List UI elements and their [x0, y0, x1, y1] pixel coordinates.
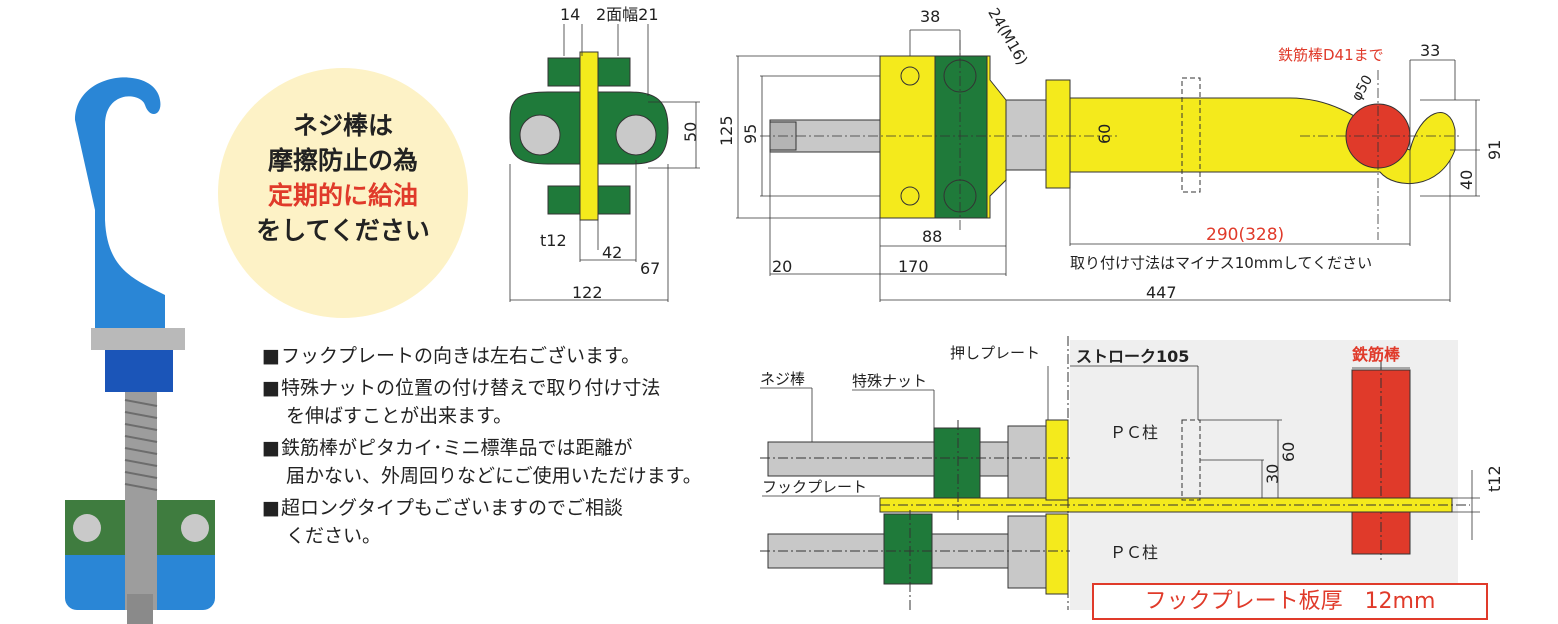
side-push-plate [1045, 79, 1071, 189]
product-photo [65, 77, 215, 624]
side-hole-2 [900, 186, 920, 206]
side-dim-95: 95 [741, 124, 760, 144]
install-dim-60: 60 [1279, 442, 1298, 462]
list-item: ■超ロングタイプもございますのでご相談 ください。 [262, 494, 742, 550]
note-text-cont: ください。 [286, 525, 382, 547]
label-pc-top: ＰＣ柱 [1110, 423, 1158, 442]
install-dim-t12: t12 [1485, 465, 1504, 492]
side-rebar-label: 鉄筋棒D41まで [1278, 46, 1384, 64]
side-hole-1 [900, 66, 920, 86]
note-text: 鉄筋棒がピタカイ･ミニ標準品では距離が [281, 437, 633, 459]
side-nut [1005, 99, 1049, 171]
notes-list: ■フックプレートの向きは左右ございます。 ■特殊ナットの位置の付け替えで取り付け… [262, 342, 742, 554]
label-hookplate: フックプレート [762, 478, 867, 496]
side-dim-60: 60 [1095, 124, 1114, 144]
front-dim-50: 50 [681, 122, 700, 142]
hook-shape [75, 77, 165, 340]
blue-band [105, 350, 173, 392]
rod-through-clamp [125, 500, 157, 610]
side-install-note: 取り付け寸法はマイナス10mmしてください [1070, 254, 1372, 272]
side-view: 38 24(M16) 125 95 60 88 20 170 447 290(3… [717, 5, 1504, 302]
bubble-line-3: 定期的に給油 [267, 181, 418, 210]
label-rebar: 鉄筋棒 [1352, 345, 1401, 364]
front-view: 14 2面幅21 50 t12 42 67 122 [509, 5, 700, 302]
bubble-line-4: をしてください [256, 216, 430, 245]
list-item: ■フックプレートの向きは左右ございます。 [262, 342, 742, 370]
bolt-right [181, 514, 209, 542]
side-dim-phi50: φ50 [1349, 72, 1376, 103]
side-dim-33: 33 [1420, 41, 1440, 60]
rod-end [127, 594, 153, 624]
lower-nut [883, 513, 933, 585]
note-text: 特殊ナットの位置の付け替えで取り付け寸法 [281, 377, 661, 399]
note-text-cont: を伸ばすことが出来ます。 [286, 405, 513, 427]
front-dim-42: 42 [602, 243, 622, 262]
lower-washer [1007, 515, 1049, 589]
top-nut [91, 328, 185, 350]
notice-bubble-text: ネジ棒は 摩擦防止の為 定期的に給油 をしてください [218, 108, 468, 248]
bullet-square: ■ [262, 437, 280, 459]
install-view: 押しプレート ストローク105 鉄筋棒 ネジ棒 特殊ナット フックプレート ＰＣ… [760, 336, 1504, 610]
bullet-square: ■ [262, 497, 280, 519]
note-text-cont: 届かない、外周回りなどにご使用いただけます。 [286, 465, 702, 487]
front-dim-67: 67 [640, 259, 660, 278]
front-yellow-plate [579, 51, 599, 221]
note-text: 超ロングタイプもございますのでご相談 [281, 497, 624, 519]
bubble-line-1: ネジ棒は [292, 111, 393, 140]
side-dim-38: 38 [920, 7, 940, 26]
side-dim-20: 20 [772, 257, 792, 276]
side-dim-24m16: 24(M16) [984, 5, 1031, 68]
label-pc-bottom: ＰＣ柱 [1110, 543, 1158, 562]
upper-washer [1007, 425, 1049, 499]
front-hole-right [615, 114, 657, 156]
side-dashed-rect [1181, 77, 1201, 193]
bolt-left [73, 514, 101, 542]
front-dim-2men21: 2面幅21 [596, 5, 659, 24]
front-dim-14: 14 [560, 5, 580, 24]
front-hole-left [519, 114, 561, 156]
bullet-square: ■ [262, 345, 280, 367]
label-nejibo: ネジ棒 [760, 370, 805, 388]
bullet-square: ■ [262, 377, 280, 399]
front-dim-t12: t12 [540, 231, 567, 250]
lower-push-plate [1045, 513, 1069, 595]
hookplate-thickness-box: フックプレート板厚 12mm [1092, 583, 1488, 620]
label-nut: 特殊ナット [852, 372, 927, 390]
side-dim-91: 91 [1485, 140, 1504, 160]
install-dim-30: 30 [1263, 464, 1282, 484]
front-dim-122: 122 [572, 283, 603, 302]
side-dim-40: 40 [1457, 170, 1476, 190]
side-dim-125: 125 [717, 115, 736, 146]
list-item: ■鉄筋棒がピタカイ･ミニ標準品では距離が 届かない、外周回りなどにご使用いただけ… [262, 434, 742, 490]
upper-nut [933, 427, 981, 499]
side-dim-290: 290(328) [1206, 225, 1284, 245]
notice-bubble [218, 68, 468, 318]
label-stroke: ストローク105 [1076, 347, 1189, 366]
upper-push-plate [1045, 419, 1069, 501]
note-text: フックプレートの向きは左右ございます。 [281, 345, 641, 367]
label-oshi-plate: 押しプレート [950, 344, 1040, 362]
side-dim-447: 447 [1146, 283, 1177, 302]
side-dim-170: 170 [898, 257, 929, 276]
side-dim-88: 88 [922, 227, 942, 246]
bubble-line-2: 摩擦防止の為 [267, 146, 418, 175]
list-item: ■特殊ナットの位置の付け替えで取り付け寸法 を伸ばすことが出来ます。 [262, 374, 742, 430]
